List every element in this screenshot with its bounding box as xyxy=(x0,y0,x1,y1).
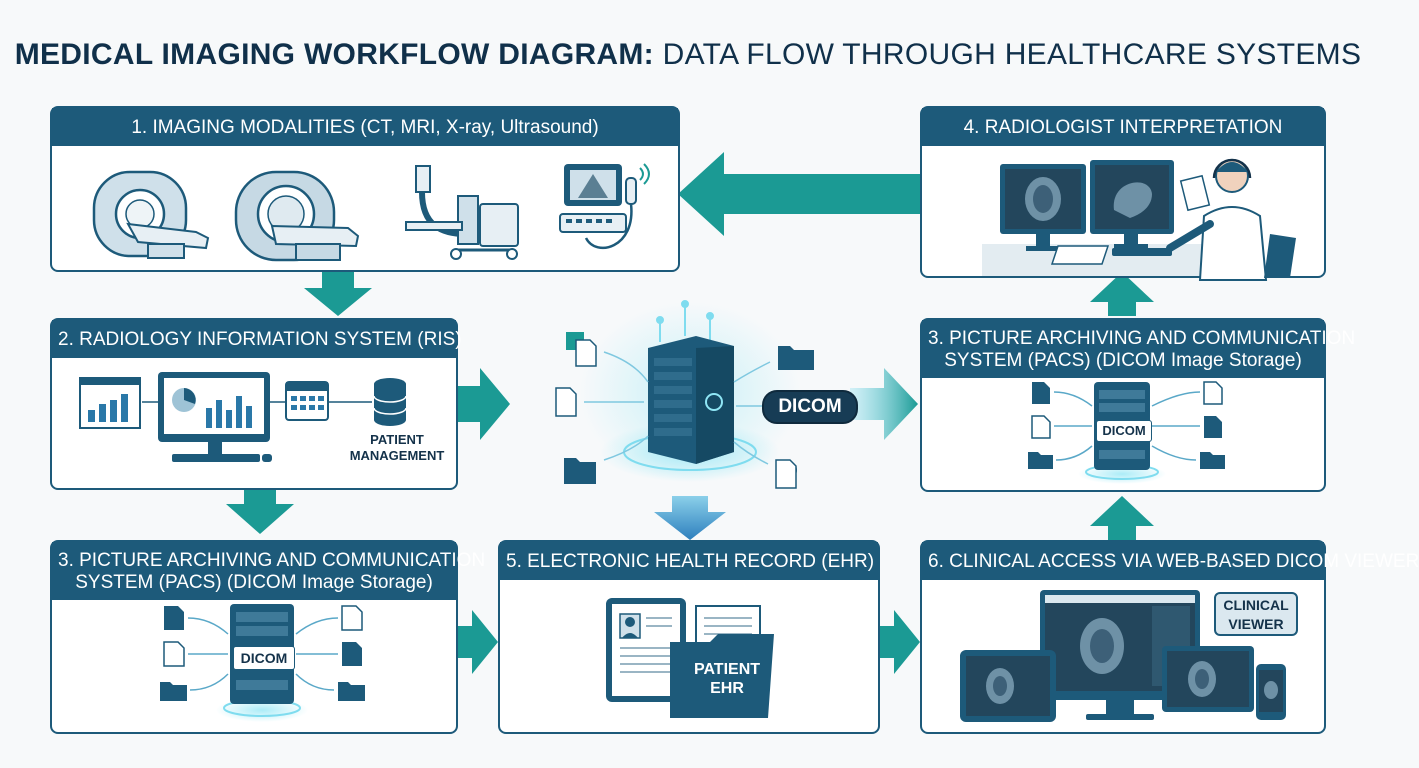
flow-arrows xyxy=(226,152,1154,674)
arrow-center-to-ehr xyxy=(654,496,726,540)
panel-header: 2. RADIOLOGY INFORMATION SYSTEM (RIS) xyxy=(52,320,462,358)
folder-label-line-1: PATIENT xyxy=(693,661,761,678)
title-bold: MEDICAL IMAGING WORKFLOW DIAGRAM: xyxy=(14,38,654,71)
panel-header: 6. CLINICAL ACCESS VIA WEB-BASED DICOM V… xyxy=(922,542,1419,580)
patient-folder-icon xyxy=(670,605,774,718)
ultrasound-machine-icon xyxy=(559,163,650,249)
mri-scanner-icon xyxy=(234,170,360,262)
ehr-illustration xyxy=(606,598,774,718)
patient-ehr-label: PATIENT EHR xyxy=(682,660,772,698)
arrow-center-to-pacs xyxy=(850,368,918,440)
arrow-modalities-to-ris xyxy=(304,270,372,316)
diagram-title: MEDICAL IMAGING WORKFLOW DIAGRAM: DATA F… xyxy=(0,38,1376,72)
pacs-right-illustration xyxy=(1028,381,1225,484)
panel-imaging-modalities: 1. IMAGING MODALITIES (CT, MRI, X-ray, U… xyxy=(50,106,680,272)
desktop-monitor-icon xyxy=(1040,590,1200,720)
dicom-server-label: DICOM xyxy=(233,646,295,670)
arrow-ehr-to-viewer xyxy=(880,610,920,674)
bar-chart-icon xyxy=(79,377,141,429)
panel-radiologist: 4. RADIOLOGIST INTERPRETATION xyxy=(920,106,1326,281)
panel-ris: 2. RADIOLOGY INFORMATION SYSTEM (RIS) xyxy=(50,318,462,490)
calendar-icon xyxy=(285,381,329,421)
dicom-badge: DICOM xyxy=(762,390,858,424)
monitor-brain-right-icon xyxy=(1090,160,1174,249)
viewer-illustration xyxy=(960,590,1286,722)
keyboard-icon xyxy=(1112,248,1172,256)
header-line-1: 3. PICTURE ARCHIVING AND COMMUNICATION xyxy=(58,550,486,571)
panel-pacs-left: 3. PICTURE ARCHIVING AND COMMUNICATION S… xyxy=(50,540,486,734)
patient-label-line-1: PATIENT xyxy=(370,432,424,447)
header-line-2-bold: SYSTEM (PACS) xyxy=(75,572,222,593)
callout-line-1: CLINICAL xyxy=(1223,597,1289,613)
paper-report-icon xyxy=(1050,245,1110,265)
phone-viewer-icon xyxy=(1256,664,1286,720)
panel-clinical-viewer: 6. CLINICAL ACCESS VIA WEB-BASED DICOM V… xyxy=(920,540,1419,734)
file-icons xyxy=(1028,381,1225,469)
radiologist-person-icon xyxy=(1166,158,1296,281)
panel-header: 3. PICTURE ARCHIVING AND COMMUNICATION S… xyxy=(922,320,1356,378)
panel-header: 5. ELECTRONIC HEALTH RECORD (EHR) xyxy=(500,542,878,580)
surrounding-file-icons xyxy=(555,332,814,489)
ct-scanner-icon xyxy=(92,170,210,259)
dicom-server-label: DICOM xyxy=(1096,420,1152,442)
panel-pacs-right: 3. PICTURE ARCHIVING AND COMMUNICATION S… xyxy=(920,318,1356,492)
arrow-viewer-to-pacs xyxy=(1090,496,1154,540)
monitor-brain-left-icon xyxy=(1000,164,1086,251)
folder-label-line-2: EHR xyxy=(710,680,744,697)
file-icons xyxy=(160,605,365,701)
arrow-radiologist-to-modalities xyxy=(678,152,920,236)
monitor-dashboard-icon xyxy=(158,372,272,462)
panel-header: 3. PICTURE ARCHIVING AND COMMUNICATION S… xyxy=(52,542,486,600)
title-light: DATA FLOW THROUGH HEALTHCARE SYSTEMS xyxy=(653,38,1362,71)
panel-header: 4. RADIOLOGIST INTERPRETATION xyxy=(922,108,1324,146)
modalities-illustration xyxy=(92,163,650,262)
tablet-record-icon xyxy=(606,598,686,702)
ris-illustration xyxy=(79,372,407,462)
database-icon xyxy=(373,378,407,426)
arrow-pacs-to-radiologist xyxy=(1090,272,1154,316)
radiologist-illustration xyxy=(982,158,1296,281)
laptop-viewer-icon xyxy=(1162,646,1254,712)
xray-c-arm-icon xyxy=(405,165,519,260)
callout-line-2: VIEWER xyxy=(1228,616,1284,632)
panel-header: 1. IMAGING MODALITIES (CT, MRI, X-ray, U… xyxy=(52,108,678,146)
central-dicom-hub xyxy=(555,300,814,489)
arrow-ris-to-center xyxy=(458,368,510,440)
header-line-2-bold: SYSTEM (PACS) xyxy=(944,350,1091,371)
server-tower-icon xyxy=(648,336,734,464)
patient-management-label: PATIENT MANAGEMENT xyxy=(332,432,462,464)
arrow-pacs-to-ehr xyxy=(458,610,498,674)
header-line-1: 3. PICTURE ARCHIVING AND COMMUNICATION xyxy=(928,328,1356,349)
diagram-canvas: MEDICAL IMAGING WORKFLOW DIAGRAM: DATA F… xyxy=(0,38,1419,734)
header-line-2-light: (DICOM Image Storage) xyxy=(221,572,433,593)
panel-ehr: 5. ELECTRONIC HEALTH RECORD (EHR) xyxy=(498,540,880,734)
patient-label-line-2: MANAGEMENT xyxy=(349,448,445,463)
header-line-2-light: (DICOM Image Storage) xyxy=(1090,350,1302,371)
tablet-viewer-icon xyxy=(960,650,1056,722)
clinical-viewer-callout: CLINICAL VIEWER xyxy=(1214,592,1298,636)
arrow-ris-to-pacs xyxy=(226,490,294,534)
